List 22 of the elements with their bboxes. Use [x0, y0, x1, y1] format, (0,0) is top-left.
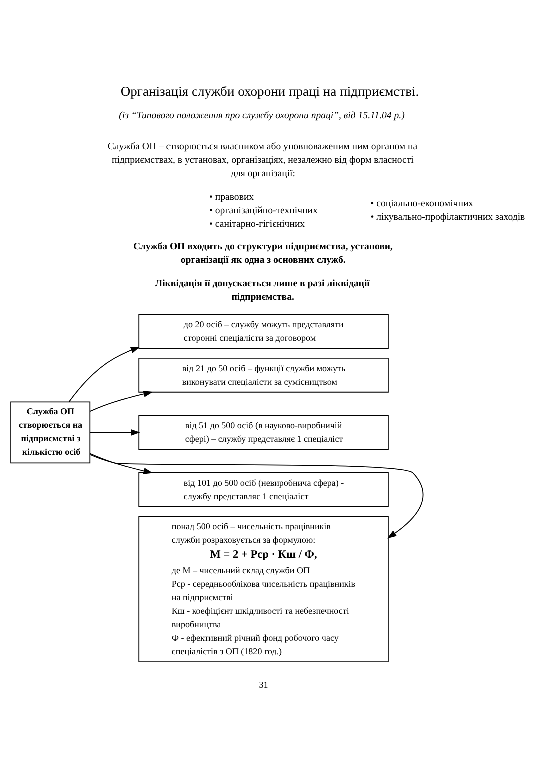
arrow	[68, 346, 140, 402]
label: • правових	[210, 191, 254, 202]
label: 31	[259, 680, 268, 690]
label: Служба ОП входить до структури підприємства, установи, організації як одна з основних служб.	[133, 241, 394, 266]
node-box: до 20 осіб – службу можуть представляти сторонні спеціалісти за договором	[138, 314, 389, 349]
arrow	[90, 390, 154, 412]
node-box: від 21 до 50 осіб – функції служби можуть виконувати спеціалісти за сумісництвом	[138, 358, 389, 392]
label: • санітарно-гігієнічних	[210, 218, 306, 230]
node-box: від 101 до 500 осіб (невиробнича сфера) - службу представляє 1 спеціаліст	[138, 472, 389, 507]
label: • соціально-економічних	[370, 198, 474, 210]
label: Ліквідація її допускається лише в разі ліквідації підприємства.	[155, 278, 370, 303]
label: • організаційно-технічних	[210, 204, 318, 216]
arrow	[90, 428, 140, 436]
node-box: від 51 до 500 осіб (в науково-виробничій сфері) – службу представляє 1 спеціаліст	[138, 414, 389, 450]
label: Служба ОП – створюється власником або уповноваженим ним органом на підприємствах, в установах, організаціях, незалежно від форм власності для організації:	[108, 140, 418, 179]
node-box: понад 500 осіб – чисельність працівників служби розраховується за формулою: М = 2 + Рср · Кш / Ф, де М – чисельний склад служби ОП Рср - середньооблікова чисельність працівників на підприємстві Кш - коефіцієнт шкідливості та небезпечності виробництва Ф - ефективний річний фонд робочого часу спеціалістів з ОП (1820 год.)	[138, 516, 389, 662]
label: • лікувально-профілактичних заходів	[370, 212, 526, 223]
label: (із “Типового положення про службу охорони праці”, від 15.11.04 р.)	[119, 110, 405, 121]
arrow	[90, 452, 154, 474]
arrow	[90, 454, 424, 538]
diagram-title: Організація служби охорони праці на підприємстві.	[120, 83, 420, 98]
node-box: Служба ОП створюється на підприємстві з кількістю осіб	[10, 401, 91, 464]
